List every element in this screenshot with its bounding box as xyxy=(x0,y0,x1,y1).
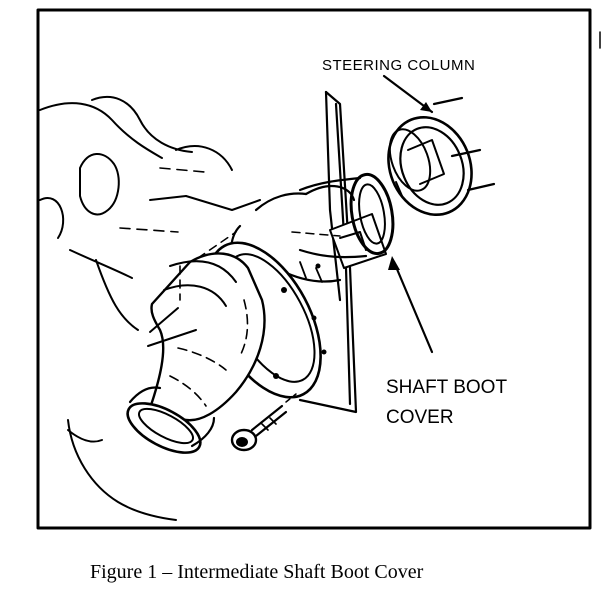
figure-frame xyxy=(36,8,592,530)
boot-elbow xyxy=(146,252,266,422)
shaft-boot-cover-label-line1: SHAFT BOOT xyxy=(386,377,507,398)
column-seal-ring xyxy=(387,115,473,217)
bulkhead-panel xyxy=(298,90,387,414)
steering-column-label: STEERING COLUMN xyxy=(322,57,475,74)
shaft-boot-cover-label-line2: COVER xyxy=(386,407,454,428)
mounting-bolt xyxy=(230,393,297,452)
engine-housing-background xyxy=(39,95,261,521)
figure-caption: Figure 1 – Intermediate Shaft Boot Cover xyxy=(90,561,424,583)
boot-outlet xyxy=(126,386,216,454)
shaft-boot-cover-leader xyxy=(388,256,434,354)
steering-column-leader xyxy=(382,74,434,114)
steering-column xyxy=(388,96,496,192)
hidden-lines xyxy=(197,231,341,259)
shaft-collar xyxy=(298,172,395,259)
